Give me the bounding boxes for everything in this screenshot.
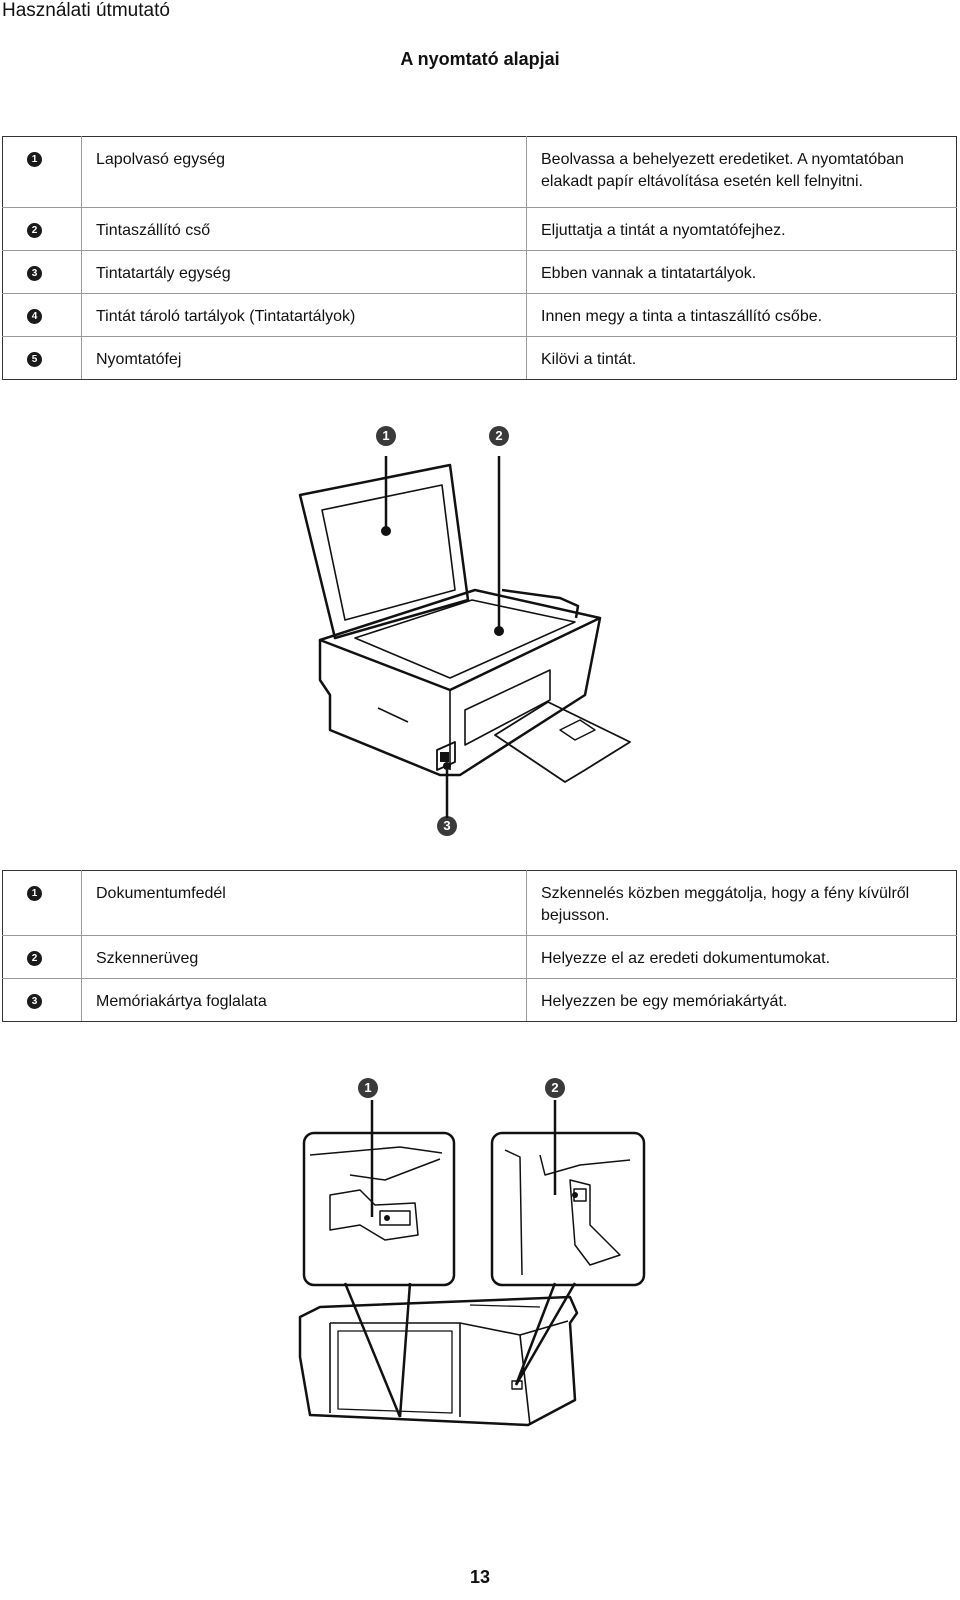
callout-badge: 1: [376, 426, 396, 446]
section-title: A nyomtató alapjai: [400, 49, 560, 69]
printer-rear-illustration: [298, 1100, 646, 1427]
table-row: 2 Szkennerüveg Helyezze el az eredeti do…: [2, 935, 957, 979]
parts-table-2: 1 Dokumentumfedél Szkennelés közben megg…: [2, 870, 957, 1022]
number-badge: 1: [27, 152, 42, 168]
table-row: 3 Memóriakártya foglalata Helyezzen be e…: [2, 978, 957, 1022]
table-row: 1 Dokumentumfedél Szkennelés közben megg…: [2, 870, 957, 936]
number-badge: 2: [27, 951, 42, 967]
part-name: Tintát tároló tartályok (Tintatartályok): [81, 293, 527, 337]
number-badge: 5: [27, 352, 42, 368]
part-name: Szkennerüveg: [81, 935, 527, 979]
table-row: 1 Lapolvasó egység Beolvassa a behelyeze…: [2, 136, 957, 208]
part-description: Beolvassa a behelyezett eredetiket. A ny…: [526, 136, 957, 208]
part-description: Szkennelés közben meggátolja, hogy a fén…: [526, 870, 957, 936]
part-name: Tintatartály egység: [81, 250, 527, 294]
table-row: 4 Tintát tároló tartályok (Tintatartályo…: [2, 293, 957, 337]
part-description: Ebben vannak a tintatartályok.: [526, 250, 957, 294]
part-name: Tintaszállító cső: [81, 207, 527, 251]
callout-badge: 3: [437, 816, 457, 836]
number-badge: 2: [27, 223, 42, 239]
number-badge: 4: [27, 309, 42, 325]
part-name: Nyomtatófej: [81, 336, 527, 380]
part-name: Lapolvasó egység: [81, 136, 527, 208]
part-description: Helyezzen be egy memóriakártyát.: [526, 978, 957, 1022]
part-description: Eljuttatja a tintát a nyomtatófejhez.: [526, 207, 957, 251]
table-row: 5 Nyomtatófej Kilövi a tintát.: [2, 336, 957, 380]
number-badge: 3: [27, 266, 42, 282]
part-description: Helyezze el az eredeti dokumentumokat.: [526, 935, 957, 979]
table-row: 3 Tintatartály egység Ebben vannak a tin…: [2, 250, 957, 294]
parts-table-1: 1 Lapolvasó egység Beolvassa a behelyeze…: [2, 136, 957, 380]
callout-badge: 2: [489, 426, 509, 446]
callout-badge: 2: [545, 1078, 565, 1098]
number-badge: 1: [27, 886, 42, 902]
part-name: Dokumentumfedél: [81, 870, 527, 936]
part-description: Innen megy a tinta a tintaszállító csőbe…: [526, 293, 957, 337]
callout-badge: 1: [358, 1078, 378, 1098]
part-description: Kilövi a tintát.: [526, 336, 957, 380]
page-number: 13: [469, 1567, 491, 1587]
printer-illustration: [298, 456, 631, 818]
part-name: Memóriakártya foglalata: [81, 978, 527, 1022]
number-badge: 3: [27, 994, 42, 1010]
table-row: 2 Tintaszállító cső Eljuttatja a tintát …: [2, 207, 957, 251]
running-header: Használati útmutató: [2, 0, 170, 21]
